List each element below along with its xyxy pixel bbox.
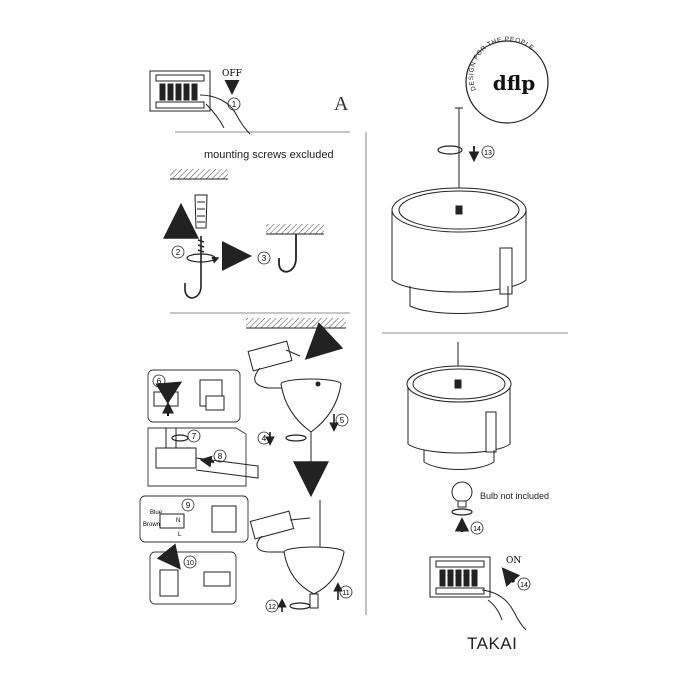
step-marker-12: 12 [265,599,279,613]
svg-text:4: 4 [262,434,267,443]
step-1-switch-off: OFF 1 [149,69,251,135]
off-label: OFF [222,69,242,79]
panel-step-7-8: 7 8 [147,427,259,487]
panel-step-9: Blue Brown N L 9 [139,495,249,543]
ceiling-block-hooked [266,224,324,235]
svg-text:12: 12 [268,604,276,611]
page-dividers [170,131,568,615]
cable-line-2 [256,535,300,553]
step-marker-14a: 14 [470,521,484,535]
step-marker-4: 4 [257,431,271,445]
mounting-note: mounting screws excluded [204,149,334,161]
cable-line [195,457,259,479]
logo-circle [465,40,549,124]
pendant-lamp-icon [391,107,527,314]
ceiling-hook-icon [184,236,205,299]
wire-label-brown: Brown [143,522,160,528]
hook-installed-icon [278,234,297,273]
svg-text:9: 9 [186,501,191,510]
step-marker-3: 3 [257,251,271,265]
step-marker-9: 9 [181,498,195,512]
ceiling-block-canopy [246,318,346,329]
svg-text:5: 5 [340,416,345,425]
logo-mark: dflp [493,71,536,95]
panel-step-10: 10 [149,543,237,605]
arrow-icon [155,381,183,405]
svg-text:1: 1 [232,100,237,109]
svg-text:13: 13 [484,150,492,157]
rotate-icon-13 [437,145,480,163]
step-marker-11: 11 [339,585,353,599]
circuit-breaker-icon [149,70,211,112]
terminal-block-icon-2 [249,510,311,540]
light-bulb-icon [451,481,473,508]
step-marker-1: 1 [227,97,241,111]
wire-label-blue: Blue [150,510,163,516]
cable-line [254,367,306,389]
wire-label-live: L [178,532,182,538]
wire-label-neutral: N [176,518,180,524]
arrow-left-icon [199,455,215,468]
step-marker-5: 5 [335,413,349,427]
on-label: ON [506,556,521,566]
svg-text:3: 3 [262,254,267,263]
step-marker-2: 2 [171,245,185,259]
step-marker-7: 7 [187,429,201,443]
rotate-icon [186,253,220,264]
ceiling-block [170,169,228,180]
wall-plug-icon [194,194,208,229]
product-name: TAKAI [467,634,517,653]
terminal-block-icon [247,340,301,372]
step-marker-10: 10 [183,555,197,569]
ceiling-canopy-icon [280,378,342,433]
hand-icon [199,94,251,135]
brand-logo: DESIGN FOR THE PEOPLE dflp [465,36,549,124]
svg-text:6: 6 [157,377,162,386]
svg-text:8: 8 [218,452,223,461]
svg-text:2: 2 [176,248,181,257]
svg-text:7: 7 [192,432,197,441]
svg-text:10: 10 [186,560,194,567]
svg-text:14: 14 [473,526,481,533]
hand-icon-on [481,589,527,631]
pendant-lamp-icon-2 [406,342,512,470]
step-marker-14b: 14 [517,577,531,591]
svg-text:11: 11 [342,590,349,597]
rotate-icon-14a [451,508,473,532]
step-marker-13: 13 [481,145,495,159]
rotate-icon-4 [265,432,307,446]
circuit-breaker-icon-on [429,556,491,598]
ceiling-canopy-icon-2 [283,546,345,609]
arrow-down-left-icon [304,322,344,360]
section-letter: A [334,93,349,115]
bulb-note: Bulb not included [480,491,549,501]
arrow-down-icon [156,543,181,570]
panel-step-6: 6 [147,369,241,423]
svg-text:14: 14 [520,582,528,589]
step-marker-8: 8 [213,449,227,463]
arrow-up-icon-on [501,567,521,587]
rotate-icon-12 [277,598,311,612]
step-marker-6: 6 [152,374,166,388]
